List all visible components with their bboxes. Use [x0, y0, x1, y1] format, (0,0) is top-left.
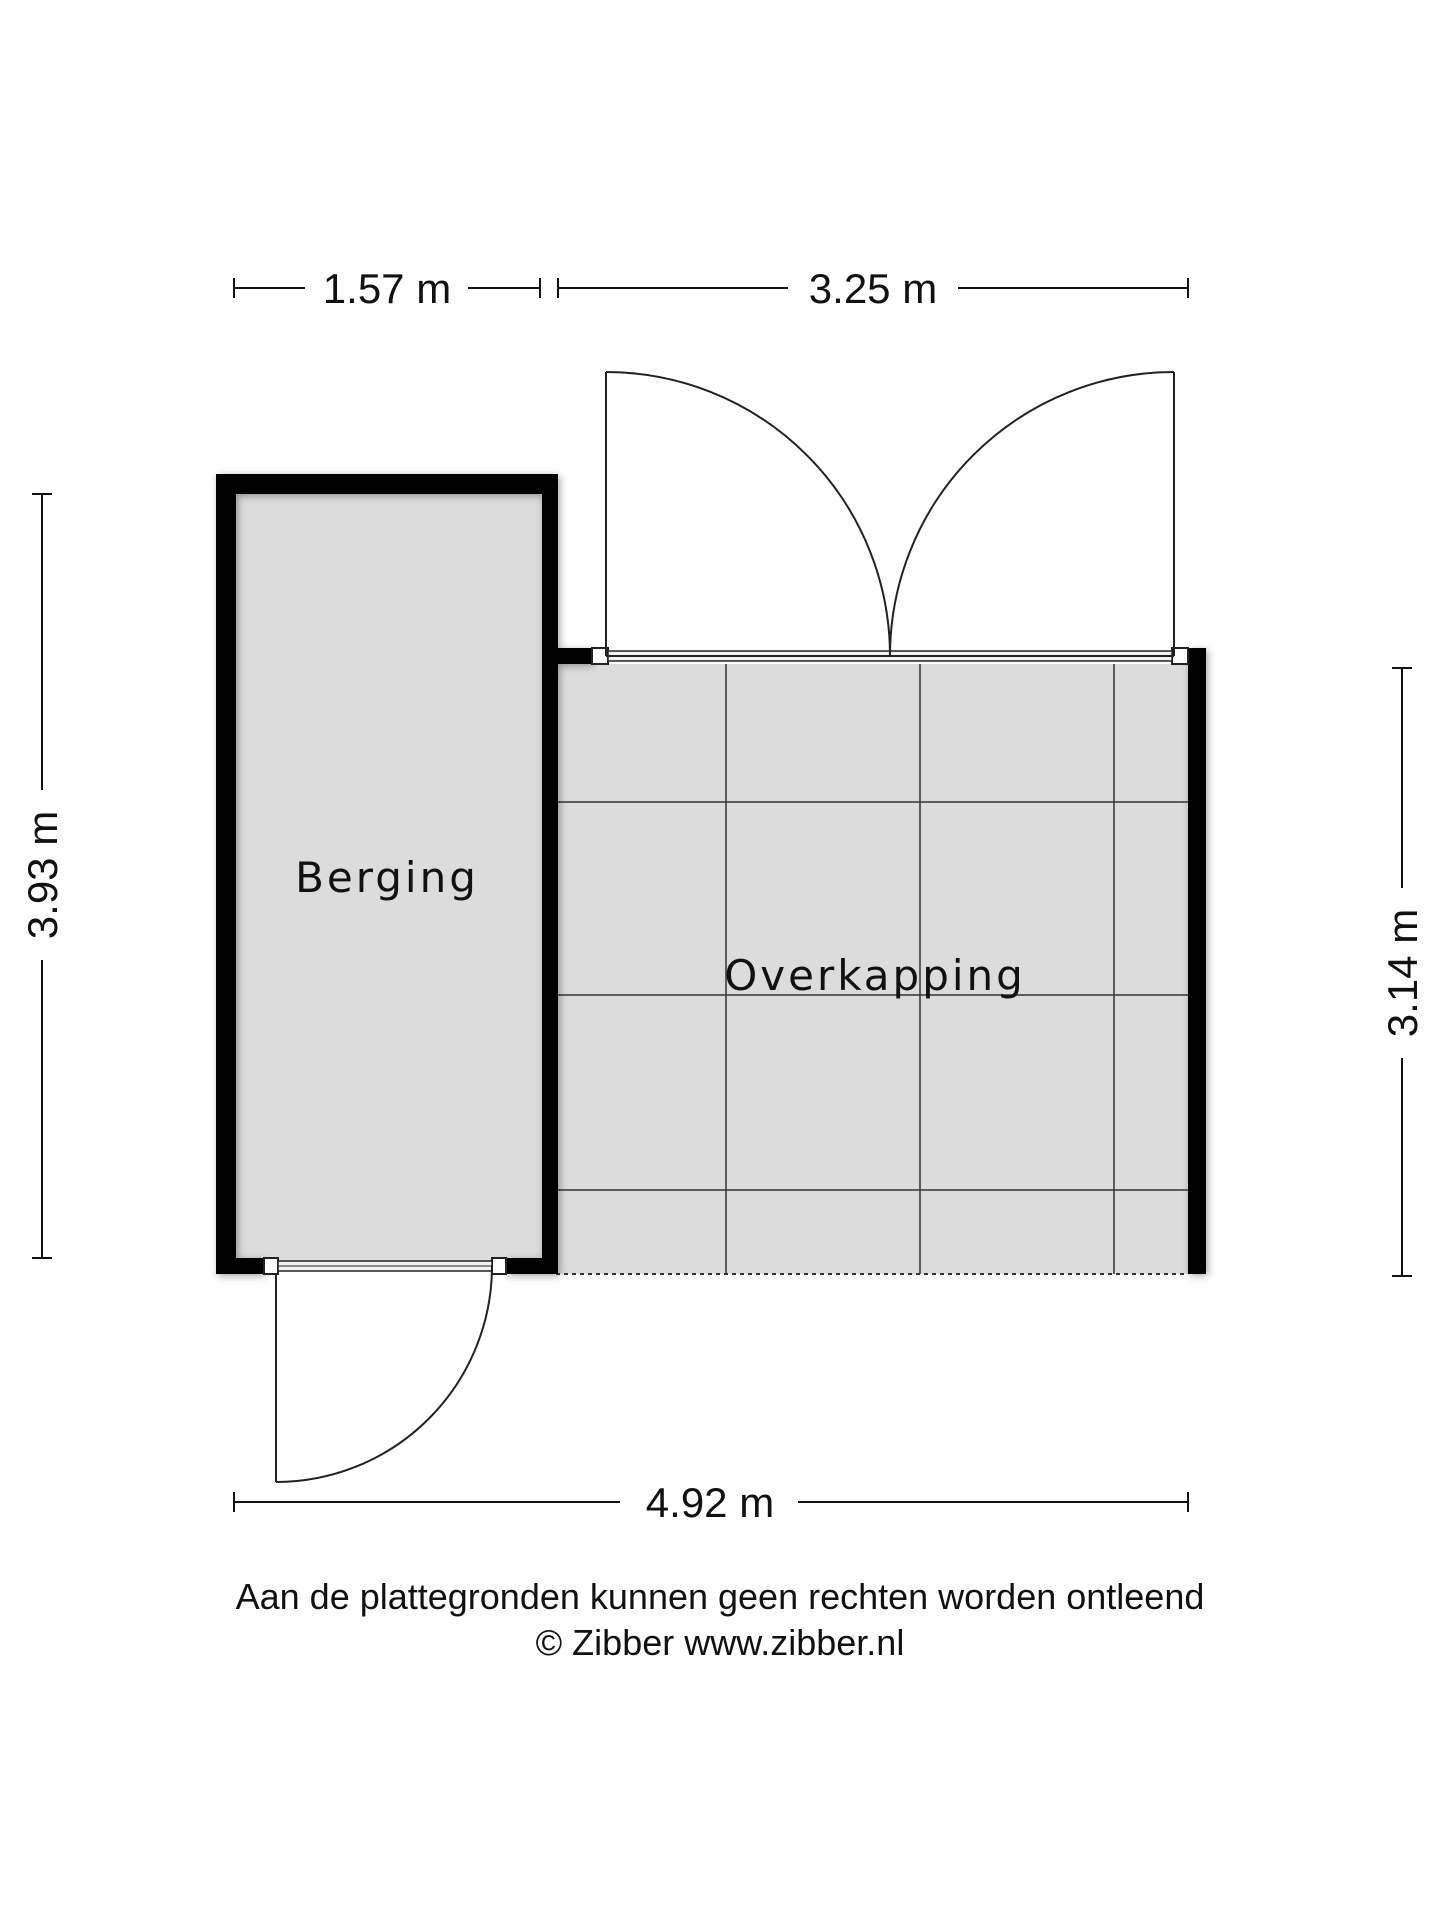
- dimension-left: 3.93 m: [19, 811, 66, 939]
- tile-grid: [556, 664, 1188, 1274]
- berging-door: [263, 1257, 507, 1483]
- double-door: [591, 371, 1189, 665]
- room-label-overkapping: Overkapping: [724, 951, 1026, 1000]
- berging-floor: [236, 494, 542, 1264]
- dimension-lines: [32, 278, 1412, 1512]
- footer-disclaimer: Aan de plattegronden kunnen geen rechten…: [235, 1576, 1205, 1617]
- dimension-bottom: 4.92 m: [646, 1479, 774, 1526]
- dimension-top-left: 1.57 m: [323, 265, 451, 312]
- overkapping-floor: [556, 664, 1188, 1274]
- walls: [216, 474, 1206, 1274]
- dimension-top-right: 3.25 m: [809, 265, 937, 312]
- dimension-right: 3.14 m: [1379, 909, 1426, 1037]
- room-label-berging: Berging: [295, 853, 479, 902]
- footer-copyright: © Zibber www.zibber.nl: [535, 1622, 905, 1663]
